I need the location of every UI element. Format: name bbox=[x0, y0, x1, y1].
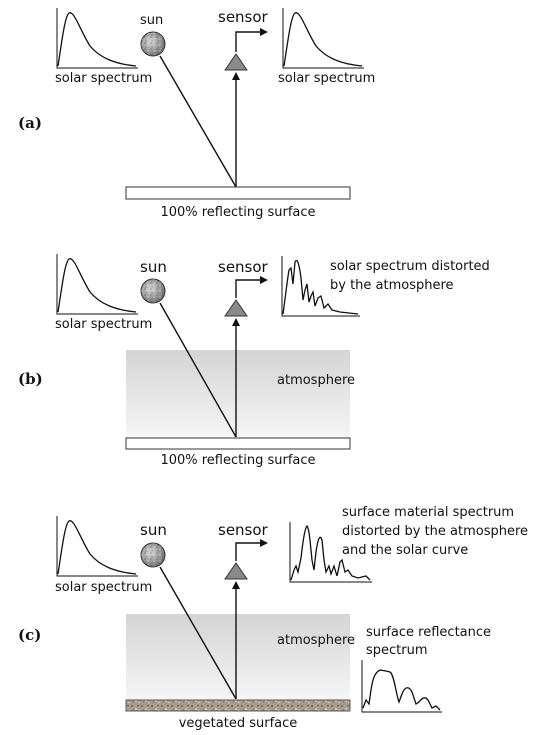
panel-c-solar-spectrum-inset: solar spectrum bbox=[55, 516, 152, 595]
panel-c-solar-spectrum-curve bbox=[57, 520, 137, 575]
panel-b-solar-spectrum-label: solar spectrum bbox=[55, 317, 152, 332]
panel-c-solar-spectrum-label: solar spectrum bbox=[55, 580, 152, 595]
panel-a-incoming-ray bbox=[159, 55, 237, 188]
panel-a-sensor-spectrum-label: solar spectrum bbox=[278, 71, 375, 86]
panel-b-incoming-ray bbox=[159, 302, 237, 438]
panel-b-atmosphere bbox=[126, 350, 350, 438]
panel-a-label: (a) bbox=[18, 114, 42, 132]
panel-c-sun-label: sun bbox=[140, 521, 167, 539]
panel-c-sun-icon bbox=[140, 542, 166, 568]
panel-c-atmosphere bbox=[126, 614, 350, 700]
panel-a-solar-spectrum-label: solar spectrum bbox=[55, 71, 152, 86]
panel-c-reflectance-spectrum-curve bbox=[362, 669, 441, 711]
panel-a-sun-label: sun bbox=[140, 13, 163, 28]
panel-a-sensor-label: sensor bbox=[218, 8, 269, 26]
panel-c-vegetated-surface bbox=[125, 699, 351, 712]
panel-b-surface-label: 100% reflecting surface bbox=[160, 453, 315, 468]
panel-a-sensor-icon bbox=[224, 28, 268, 71]
panel-a-sensor-spectrum-axes bbox=[282, 8, 364, 69]
panel-a-sensor-spectrum-curve bbox=[283, 12, 363, 67]
panel-c-label: (c) bbox=[18, 626, 41, 644]
panel-a-solar-spectrum-curve bbox=[57, 12, 137, 67]
panel-b-sensor-spectrum-inset: solar spectrum distorted by the atmosphe… bbox=[281, 256, 490, 317]
panel-b-sensor-spectrum-curve bbox=[282, 259, 359, 315]
panel-c-sensor-spectrum-inset: surface material spectrum distorted by t… bbox=[289, 505, 528, 583]
panel-c: (c) solar spectrum atmosphere sun sensor bbox=[18, 505, 528, 731]
panel-b-label: (b) bbox=[18, 370, 43, 388]
panel-b-sensor-spectrum-axes bbox=[281, 256, 360, 317]
panel-a-surface-label: 100% reflecting surface bbox=[160, 205, 315, 220]
panel-c-surface-label: vegetated surface bbox=[179, 716, 298, 731]
panel-b-solar-spectrum-axes bbox=[56, 254, 138, 315]
panel-c-reflectance-spectrum-inset: surface reflectance spectrum bbox=[361, 625, 491, 713]
panel-a-solar-spectrum-axes bbox=[56, 8, 138, 69]
panel-c-sensor-icon bbox=[224, 539, 268, 580]
panel-a-solar-spectrum-inset: solar spectrum bbox=[55, 8, 152, 86]
panel-c-sensor-spectrum-label-line3: and the solar curve bbox=[342, 543, 468, 558]
panel-b-sensor-spectrum-label-line1: solar spectrum distorted bbox=[330, 259, 490, 274]
panel-b-solar-spectrum-inset: solar spectrum bbox=[55, 254, 152, 332]
panel-c-solar-spectrum-axes bbox=[56, 516, 138, 577]
panel-b-sensor-spectrum-label-line2: by the atmosphere bbox=[330, 278, 454, 293]
panel-c-sensor-spectrum-label-line2: distorted by the atmosphere bbox=[342, 524, 528, 539]
panel-b-sun-icon bbox=[140, 278, 166, 304]
panel-c-sensor-spectrum-curve bbox=[290, 525, 371, 581]
panel-c-atmosphere-label: atmosphere bbox=[277, 633, 355, 648]
panel-c-incoming-ray bbox=[159, 566, 237, 700]
panel-b-solar-spectrum-curve bbox=[57, 258, 137, 313]
panel-a-reflecting-surface bbox=[125, 186, 351, 200]
panel-c-reflectance-spectrum-axes bbox=[361, 660, 442, 713]
panel-b-atmosphere-label: atmosphere bbox=[277, 373, 355, 388]
panel-a-sensor-spectrum-inset: solar spectrum bbox=[278, 8, 375, 86]
panel-b-sensor-label: sensor bbox=[218, 258, 269, 276]
panel-c-sensor-label: sensor bbox=[218, 521, 269, 539]
panel-a: (a) solar spectrum sun sensor solar spec… bbox=[18, 8, 375, 220]
panel-c-reflectance-label-line2: spectrum bbox=[366, 643, 428, 658]
panel-c-reflectance-label-line1: surface reflectance bbox=[366, 625, 491, 640]
panel-b: (b) solar spectrum atmosphere sun sensor bbox=[18, 254, 490, 468]
panel-b-sensor-icon bbox=[224, 276, 268, 317]
panel-c-sensor-spectrum-label-line1: surface material spectrum bbox=[342, 505, 514, 520]
panel-c-sensor-spectrum-axes bbox=[289, 522, 372, 583]
panel-a-sun-icon bbox=[140, 31, 166, 57]
panel-b-reflecting-surface bbox=[125, 437, 351, 450]
panel-b-sun-label: sun bbox=[140, 258, 167, 276]
